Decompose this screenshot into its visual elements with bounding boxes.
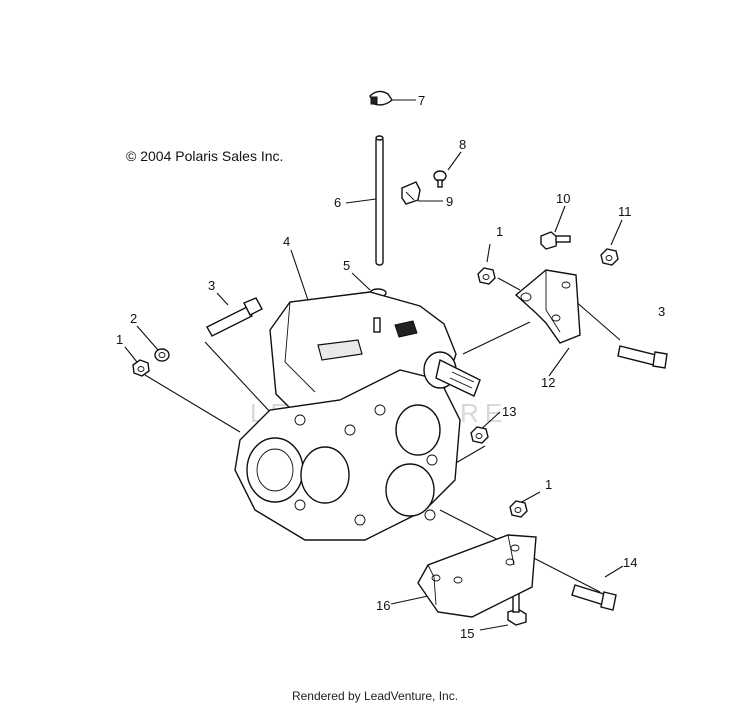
bolt-14 bbox=[571, 584, 617, 611]
callout-14: 14 bbox=[623, 555, 637, 570]
mount-bracket-12 bbox=[514, 269, 581, 344]
callout-13: 13 bbox=[502, 404, 516, 419]
callout-1-left: 1 bbox=[116, 332, 123, 347]
clip-9 bbox=[401, 181, 421, 205]
callout-16: 16 bbox=[376, 598, 390, 613]
bolt-3-left bbox=[206, 297, 263, 337]
bolt-3-right bbox=[617, 345, 668, 369]
nut-13 bbox=[470, 426, 489, 444]
washer-2 bbox=[154, 348, 170, 362]
nut-1-lower bbox=[509, 500, 528, 518]
callout-15: 15 bbox=[460, 626, 474, 641]
hose-clamp-7 bbox=[369, 90, 393, 106]
callout-8: 8 bbox=[459, 137, 466, 152]
callout-1-right: 1 bbox=[545, 477, 552, 492]
nut-11 bbox=[600, 248, 619, 266]
footer-credit: Rendered by LeadVenture, Inc. bbox=[291, 689, 459, 703]
screw-8 bbox=[433, 170, 447, 188]
callout-10: 10 bbox=[556, 191, 570, 206]
callout-9: 9 bbox=[446, 194, 453, 209]
nut-1-left bbox=[132, 359, 150, 377]
vent-tube-6 bbox=[375, 135, 384, 266]
callout-1-upper: 1 bbox=[496, 224, 503, 239]
callout-11: 11 bbox=[618, 204, 632, 219]
callout-7: 7 bbox=[418, 93, 425, 108]
callout-12: 12 bbox=[541, 375, 555, 390]
bolt-10 bbox=[540, 231, 571, 250]
callout-3-left: 3 bbox=[208, 278, 215, 293]
callout-5: 5 bbox=[343, 258, 350, 273]
callout-6: 6 bbox=[334, 195, 341, 210]
callout-4: 4 bbox=[283, 234, 290, 249]
callout-2: 2 bbox=[130, 311, 137, 326]
nut-1-upper bbox=[477, 267, 496, 285]
callout-3-right: 3 bbox=[658, 304, 665, 319]
transmission-assembly-4 bbox=[234, 291, 481, 541]
lower-bracket-16 bbox=[417, 534, 537, 618]
bolt-15 bbox=[507, 591, 527, 626]
copyright-text: © 2004 Polaris Sales Inc. bbox=[126, 148, 284, 164]
callout-labels: 1 2 1 3 4 5 6 7 8 9 10 11 1 3 12 13 1 14… bbox=[116, 93, 665, 641]
